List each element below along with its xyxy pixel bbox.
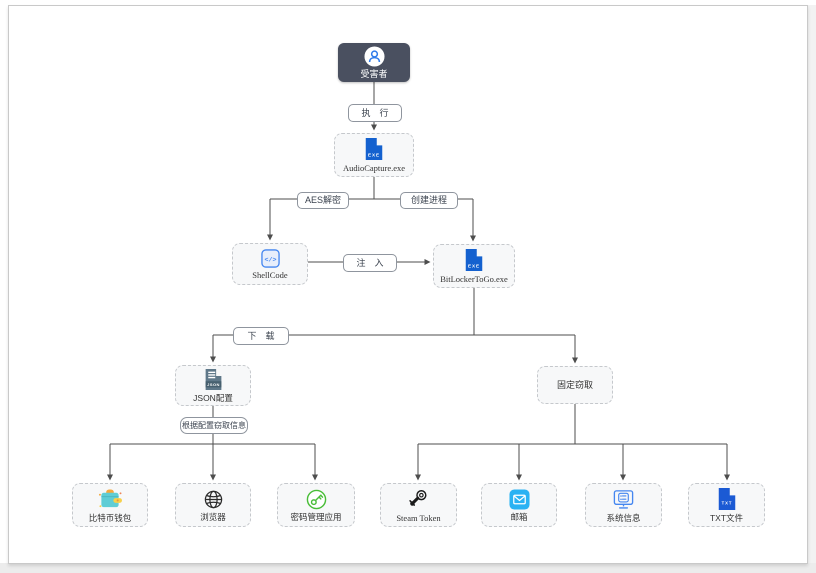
wallet-icon xyxy=(98,489,122,507)
svg-text:TXT: TXT xyxy=(721,501,732,506)
code-icon: </> xyxy=(260,249,280,268)
globe-icon xyxy=(204,490,222,508)
node-txt-file: TXT TXT文件 xyxy=(688,483,765,527)
edge-label-create-process: 创建进程 xyxy=(400,192,458,209)
edge-label-execute: 执 行 xyxy=(348,104,402,122)
mail-icon xyxy=(508,489,530,510)
node-victim: 受害者 xyxy=(338,43,410,82)
svg-text:EXE: EXE xyxy=(368,153,380,158)
node-shellcode: </> ShellCode xyxy=(232,243,308,285)
diagram-canvas xyxy=(8,5,808,564)
node-password-manager: 密码管理应用 xyxy=(277,483,355,527)
node-label: 浏览器 xyxy=(200,511,226,522)
page-background-bottom xyxy=(0,563,816,573)
node-label: 密码管理应用 xyxy=(290,511,342,522)
svg-text:EXE: EXE xyxy=(468,264,480,269)
node-label: 固定窃取 xyxy=(556,379,593,390)
edge-label-steal-by-config: 根据配置窃取信息 xyxy=(180,417,248,434)
monitor-info-icon xyxy=(613,489,634,509)
node-browser: 浏览器 xyxy=(175,483,251,527)
node-label: 比特币钱包 xyxy=(88,512,132,523)
person-icon xyxy=(363,46,385,67)
node-label: Steam Token xyxy=(396,512,441,523)
node-label: 系统信息 xyxy=(606,512,641,523)
node-label: JSON配置 xyxy=(193,393,233,404)
node-system-info: 系统信息 xyxy=(585,483,662,527)
node-bitcoin-wallet: 比特币钱包 xyxy=(72,483,148,527)
node-label: AudioCapture.exe xyxy=(342,163,406,174)
edge-label-download: 下 载 xyxy=(233,327,289,345)
node-label: BitLockerToGo.exe xyxy=(440,274,508,285)
exe-file-icon: EXE xyxy=(365,138,383,161)
exe-file-icon: EXE xyxy=(465,249,483,272)
page-background-right xyxy=(807,5,816,563)
node-json-config: JSON JSON配置 xyxy=(175,365,251,406)
json-file-icon: JSON xyxy=(205,369,221,391)
svg-text:JSON: JSON xyxy=(207,382,220,387)
node-bitlockertogo-exe: EXE BitLockerToGo.exe xyxy=(433,244,515,288)
node-label: 邮箱 xyxy=(510,511,528,522)
node-mailbox: 邮箱 xyxy=(481,483,557,527)
node-label: TXT文件 xyxy=(709,513,744,524)
node-label: ShellCode xyxy=(252,269,288,280)
steam-icon xyxy=(409,489,427,506)
txt-file-icon: TXT xyxy=(718,488,735,511)
node-fixed-steal: 固定窃取 xyxy=(537,366,613,404)
node-audiocapture-exe: EXE AudioCapture.exe xyxy=(334,133,414,177)
key-icon xyxy=(306,489,326,510)
node-label: 受害者 xyxy=(360,69,388,79)
edge-label-inject: 注 入 xyxy=(343,254,397,272)
node-steam-token: Steam Token xyxy=(380,483,457,527)
svg-text:</>: </> xyxy=(264,255,276,263)
edge-label-aes-decrypt: AES解密 xyxy=(297,192,349,209)
